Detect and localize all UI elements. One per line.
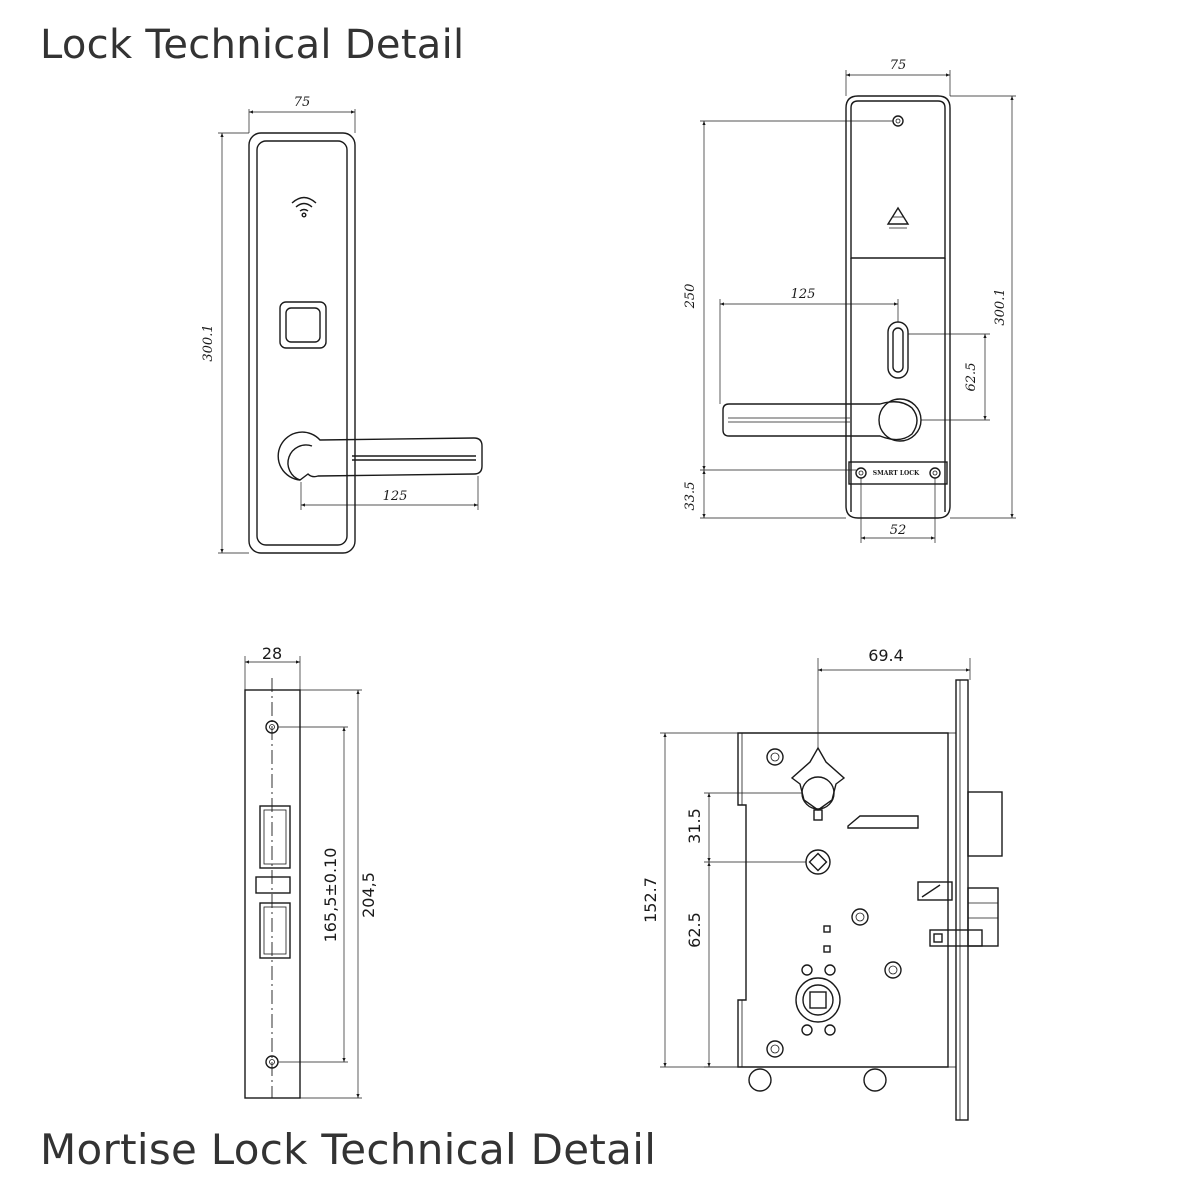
back-dimensions: 75 300.1 250 33.5 125 62.5 52 bbox=[683, 58, 1016, 543]
deadbolt bbox=[967, 791, 1003, 857]
dim-backset: 69.4 bbox=[868, 646, 904, 665]
guard-window bbox=[255, 876, 291, 894]
eject-triangle-icon bbox=[886, 206, 910, 229]
thumb-slot bbox=[887, 321, 909, 379]
front-view: 75 300.1 125 bbox=[201, 95, 483, 554]
faceplate-outline bbox=[244, 689, 301, 1099]
top-screw bbox=[892, 115, 904, 127]
dim-front-width: 75 bbox=[294, 95, 311, 110]
dim-body-height: 152.7 bbox=[641, 877, 660, 923]
mortise-technical-detail-heading: Mortise Lock Technical Detail bbox=[40, 1125, 657, 1174]
body-screws bbox=[766, 748, 902, 1058]
side-dimensions: 28 165,5±0.10 204,5 bbox=[244, 644, 378, 1099]
front-handle bbox=[277, 431, 483, 481]
trigger-bolt bbox=[917, 881, 953, 901]
dim-front-handle: 125 bbox=[383, 489, 408, 504]
front-plate-outer bbox=[248, 132, 356, 554]
dim-back-screws: 52 bbox=[890, 523, 907, 538]
fingerprint-sensor-icon bbox=[279, 301, 327, 349]
dim-back-width: 75 bbox=[890, 58, 907, 73]
deadbolt-window bbox=[259, 902, 291, 959]
dim-cylinder-offset: 62.5 bbox=[685, 912, 704, 948]
mortise-body-view: 69.4 152.7 31.5 62.5 bbox=[641, 646, 1003, 1121]
front-dimensions: 75 300.1 125 bbox=[201, 95, 479, 554]
smart-lock-plate bbox=[848, 461, 948, 485]
mortise-case bbox=[737, 732, 949, 1068]
dim-back-height: 300.1 bbox=[993, 288, 1008, 325]
slot-guide bbox=[847, 815, 919, 829]
dim-spindle-offset: 31.5 bbox=[685, 808, 704, 844]
dim-side-screws: 165,5±0.10 bbox=[321, 848, 340, 943]
dim-front-height: 300.1 bbox=[201, 324, 216, 361]
battery-cover bbox=[850, 100, 946, 259]
dim-back-handle: 125 bbox=[791, 287, 816, 302]
latch-bolt bbox=[967, 887, 999, 947]
mortise-faceplate bbox=[955, 679, 969, 1121]
dim-back-bottom: 33.5 bbox=[683, 482, 698, 511]
smart-lock-label: SMART LOCK bbox=[873, 470, 920, 477]
dim-back-upper: 250 bbox=[683, 284, 698, 310]
front-plate-inner bbox=[256, 140, 348, 546]
wifi-icon bbox=[291, 196, 317, 218]
back-plate-outer bbox=[845, 95, 951, 519]
square-follower bbox=[795, 977, 841, 1023]
mortise-side-view: 28 165,5±0.10 204,5 bbox=[244, 644, 378, 1099]
latch-window bbox=[259, 805, 291, 869]
lock-technical-detail-heading: Lock Technical Detail bbox=[40, 22, 465, 68]
back-view: SMART LOCK 75 300.1 250 33.5 125 bbox=[683, 58, 1016, 543]
dim-side-height: 204,5 bbox=[359, 872, 378, 918]
spindle-hub bbox=[790, 746, 846, 821]
dim-side-width: 28 bbox=[262, 644, 282, 663]
back-handle bbox=[722, 398, 922, 442]
guard-bolt bbox=[929, 929, 983, 947]
dim-back-slot: 62.5 bbox=[964, 363, 979, 392]
body-dimensions: 69.4 152.7 31.5 62.5 bbox=[641, 646, 971, 1068]
